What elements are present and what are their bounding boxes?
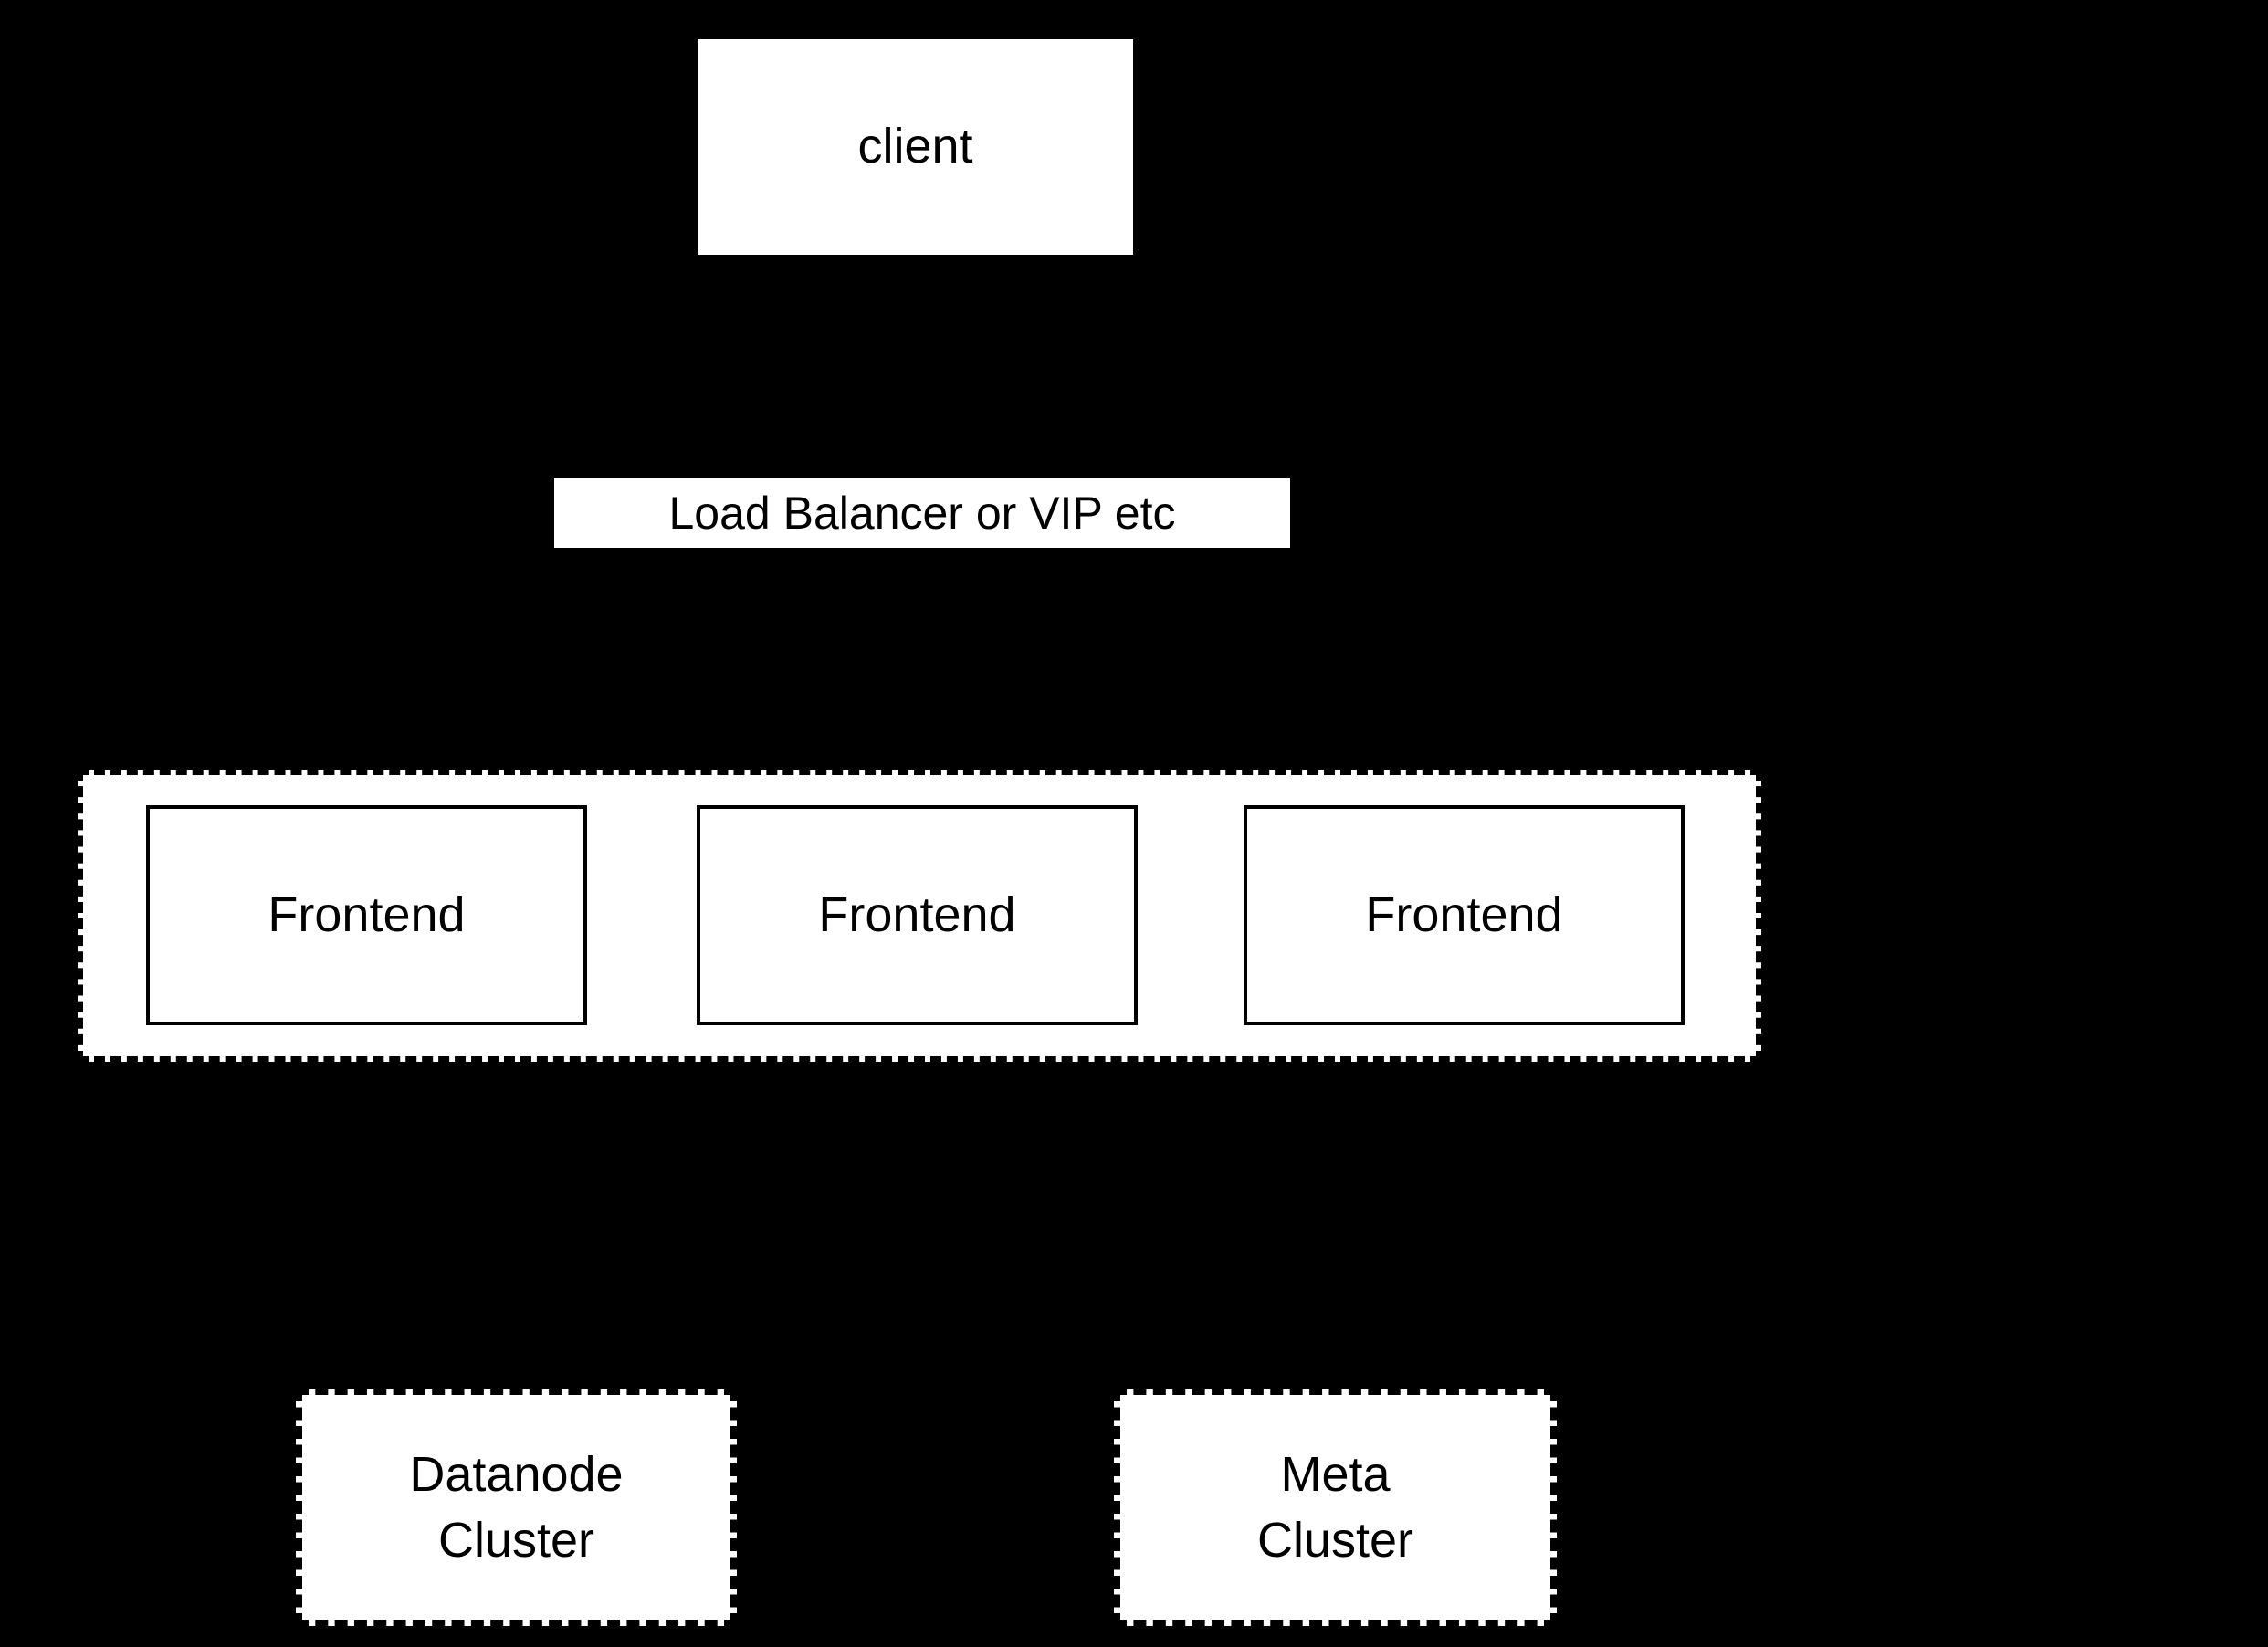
- datanode-cluster-label-line1: Datanode: [409, 1447, 624, 1502]
- datanode-cluster-node: Datanode Cluster: [296, 1389, 737, 1626]
- frontend-node-2-label: Frontend: [818, 886, 1016, 942]
- frontend-node-2: Frontend: [697, 805, 1138, 1025]
- datanode-cluster-label-line2: Cluster: [437, 1513, 595, 1568]
- frontend-node-3-label: Frontend: [1365, 886, 1563, 942]
- frontend-node-3: Frontend: [1244, 805, 1685, 1025]
- meta-cluster-label-line1: Meta: [1280, 1447, 1391, 1502]
- client-node: client: [698, 39, 1133, 255]
- frontend-node-1-label: Frontend: [268, 886, 466, 942]
- load-balancer-node-label: Load Balancer or VIP etc: [668, 487, 1176, 539]
- load-balancer-node: Load Balancer or VIP etc: [554, 478, 1290, 548]
- client-node-label: client: [857, 119, 973, 174]
- frontend-node-1: Frontend: [146, 805, 587, 1025]
- meta-cluster-label-line2: Cluster: [1256, 1513, 1414, 1568]
- frontend-group-container: Frontend Frontend Frontend: [78, 770, 1761, 1062]
- meta-cluster-node: Meta Cluster: [1114, 1389, 1557, 1626]
